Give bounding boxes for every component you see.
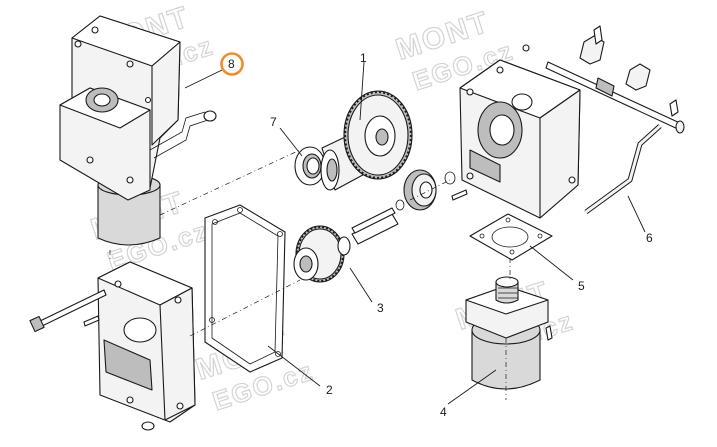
part-2-gasket: [204, 204, 286, 373]
axis-lines: [109, 149, 511, 400]
callout-4: 4: [440, 405, 447, 419]
callout-2: 2: [326, 383, 333, 397]
callout-8: 8: [228, 57, 235, 71]
assembled-gearbox: [59, 15, 217, 246]
callout-5: 5: [578, 279, 585, 293]
right-gearbox-housing: [459, 44, 581, 219]
small-pin: [351, 207, 396, 234]
part-5-gasket: [469, 213, 553, 261]
clamped-shaft: [545, 25, 685, 134]
callout-8-highlight-ring: [220, 52, 244, 76]
leader-lines: [184, 61, 646, 405]
part-3-small-gear: [293, 213, 399, 283]
callout-labels: 1 2 3 4 5 6 7 8: [228, 51, 653, 419]
part-4-motor: [465, 276, 553, 390]
part-6-bent-rod: [584, 124, 662, 215]
callout-1: 1: [360, 51, 367, 65]
gearbox-housing-half: [29, 261, 196, 431]
callout-6: 6: [646, 231, 653, 245]
part-7-seal-ring: [294, 146, 326, 186]
part-1-large-gear: [320, 90, 413, 191]
callout-3: 3: [377, 301, 384, 315]
bearing-coupling: [395, 169, 468, 211]
callout-7: 7: [270, 115, 277, 129]
